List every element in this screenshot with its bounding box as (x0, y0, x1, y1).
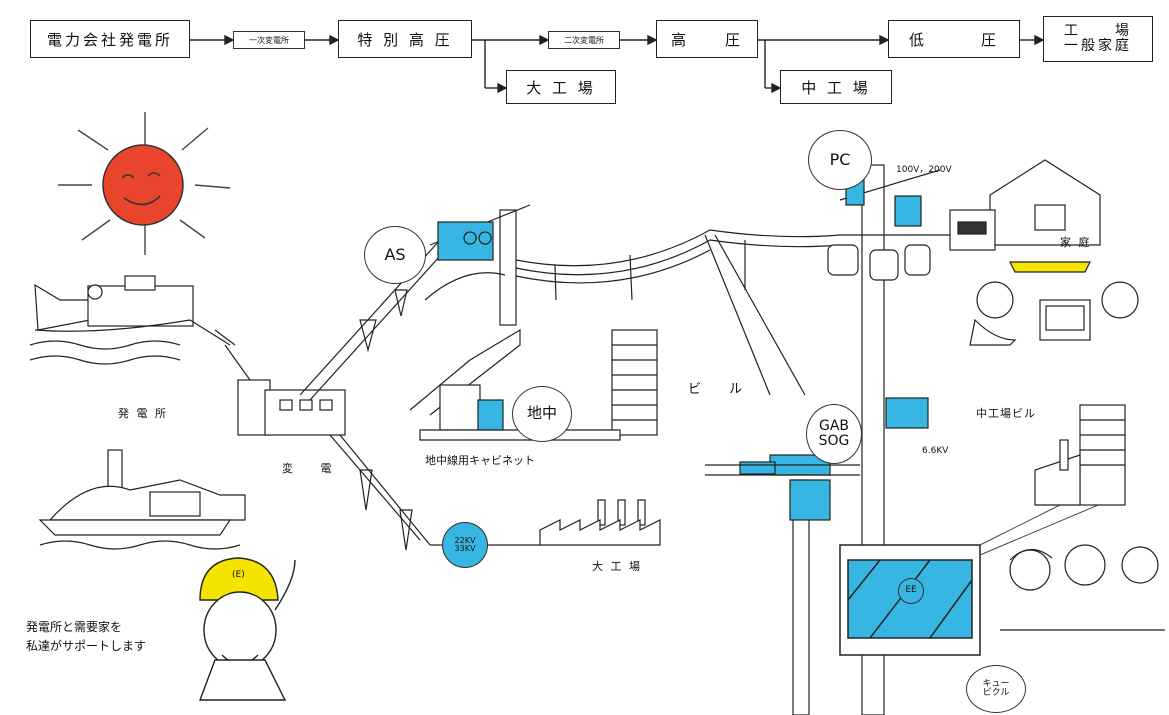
medium-factory-building-label: 中工場ビル (976, 407, 1036, 420)
gab-pole-icon (705, 454, 860, 715)
gab-line1: GAB (818, 418, 850, 435)
medium-factory-icon (1034, 404, 1126, 506)
workers-icon (1000, 544, 1165, 631)
cubicle-label: キュー ビクル (966, 665, 1026, 713)
flow-secondary-substation: 二次変電所 (548, 31, 620, 49)
underground-label: 地中 (512, 386, 572, 442)
utility-pole-icon (424, 204, 841, 396)
large-factory-scene-label: 大 工 場 (592, 560, 642, 573)
substation-label: 変 電 (282, 462, 344, 475)
flow-high-voltage: 高 圧 (656, 20, 758, 58)
voltage-6kv-label: 6.6KV (922, 446, 949, 456)
flow-low-voltage: 低 圧 (888, 20, 1020, 58)
tagline-line1: 発電所と需要家を (26, 620, 123, 634)
sun-icon (58, 112, 231, 255)
cubicle-line2: ビクル (982, 688, 1010, 698)
voltage-22kv-badge: 22KV 33KV (442, 522, 488, 568)
gab-line2: SOG (818, 433, 850, 449)
flow-power-company: 電力会社発電所 (30, 20, 190, 58)
as-switch-label: AS (364, 226, 426, 284)
house-icon (949, 159, 1139, 346)
flow-arrows (190, 34, 1045, 94)
power-plant-icon (29, 275, 246, 550)
cubicle-badge: EE (898, 578, 924, 604)
power-plant-label: 発 電 所 (118, 407, 168, 420)
flow-end-users-line2: 一般家庭 (1064, 38, 1132, 54)
cubicle-line1: キュー (982, 678, 1010, 689)
tagline-line2: 私達がサポートします (26, 639, 147, 654)
pc-label: PC (808, 130, 872, 190)
building-icon (409, 328, 658, 441)
building-label: ビ ル (688, 382, 755, 397)
flow-extra-high-voltage: 特 別 高 圧 (338, 20, 472, 58)
gab-sog-label: GAB SOG (806, 404, 862, 464)
mascot-badge: (E) (232, 570, 245, 580)
flow-end-users: 工 場 一般家庭 (1043, 16, 1153, 62)
voltage-home-label: 100V，200V (896, 165, 952, 175)
worker-mascot-icon (198, 557, 296, 701)
tagline: 発電所と需要家を 私達がサポートします (26, 618, 146, 656)
flow-primary-substation: 一次変電所 (233, 31, 305, 49)
flow-large-factory: 大 工 場 (506, 70, 616, 104)
factory-icon (539, 499, 661, 546)
flow-end-users-line1: 工 場 (1064, 22, 1132, 39)
substation-icon (214, 329, 346, 436)
home-label: 家 庭 (1060, 236, 1092, 249)
underground-cabinet-label: 地中線用キャビネット (425, 454, 535, 467)
flow-medium-factory: 中 工 場 (780, 70, 892, 104)
